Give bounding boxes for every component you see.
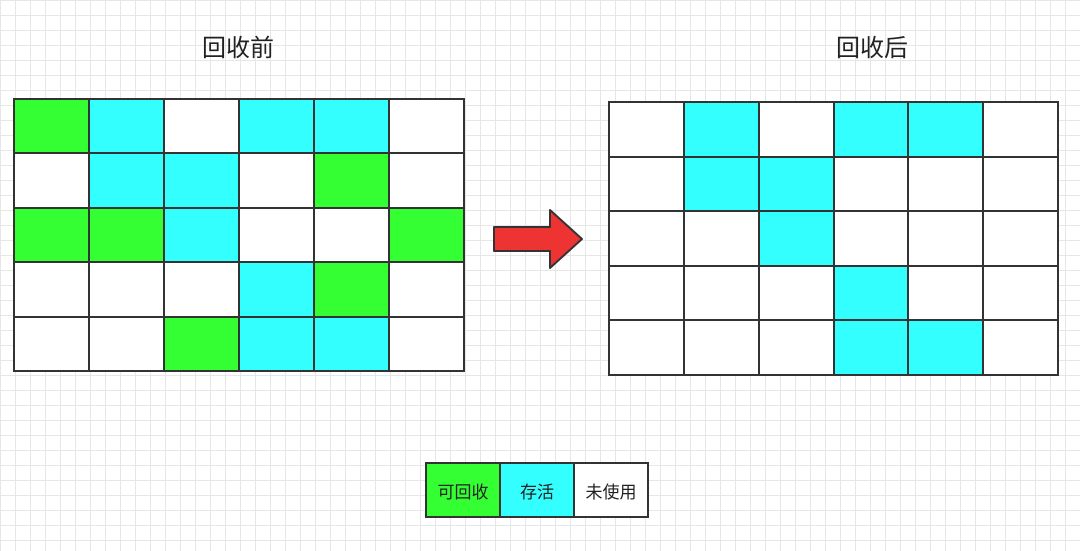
- memory-cell-unused: [834, 212, 908, 265]
- memory-cell-unused: [984, 103, 1057, 156]
- memory-cell-alive: [834, 321, 908, 374]
- memory-cell-unused: [684, 321, 758, 374]
- memory-cell-unused: [165, 263, 238, 316]
- memory-cell-alive: [834, 103, 908, 156]
- memory-cell-collectable: [315, 263, 388, 316]
- memory-cell-alive: [909, 103, 983, 156]
- memory-cell-unused: [390, 263, 463, 316]
- memory-cell-collectable: [90, 208, 163, 262]
- memory-cell-unused: [610, 103, 683, 156]
- memory-cell-alive: [90, 154, 163, 207]
- memory-cell-unused: [984, 321, 1057, 374]
- memory-cell-alive: [909, 321, 983, 374]
- memory-cell-alive: [315, 317, 388, 370]
- memory-cell-unused: [90, 317, 163, 370]
- memory-cell-unused: [610, 212, 683, 265]
- memory-cell-alive: [165, 208, 238, 262]
- memory-cell-unused: [315, 208, 388, 262]
- memory-cell-unused: [390, 154, 463, 207]
- memory-cell-collectable: [165, 317, 238, 370]
- memory-cell-unused: [759, 103, 833, 156]
- memory-cell-alive: [240, 263, 313, 316]
- memory-cell-alive: [165, 154, 238, 207]
- legend-item-unused: 未使用: [575, 464, 647, 516]
- memory-cell-alive: [759, 212, 833, 265]
- memory-cell-unused: [610, 157, 683, 211]
- memory-cell-unused: [984, 266, 1057, 320]
- memory-cell-unused: [610, 266, 683, 320]
- memory-cell-unused: [909, 266, 983, 320]
- memory-grid-before: [13, 98, 465, 372]
- memory-cell-unused: [15, 263, 88, 316]
- memory-cell-collectable: [390, 208, 463, 262]
- memory-cell-alive: [684, 157, 758, 211]
- memory-cell-unused: [684, 266, 758, 320]
- memory-cell-collectable: [315, 154, 388, 207]
- memory-cell-unused: [759, 266, 833, 320]
- memory-cell-unused: [834, 157, 908, 211]
- memory-cell-unused: [165, 100, 238, 153]
- title-before: 回收前: [202, 34, 274, 62]
- memory-cell-unused: [15, 317, 88, 370]
- memory-cell-alive: [834, 266, 908, 320]
- right-arrow-icon: [493, 209, 583, 269]
- legend: 可回收 存活 未使用: [425, 462, 649, 518]
- memory-cell-unused: [984, 157, 1057, 211]
- legend-item-collectable: 可回收: [427, 464, 499, 516]
- title-after: 回收后: [836, 34, 908, 62]
- memory-cell-unused: [909, 212, 983, 265]
- memory-cell-unused: [684, 212, 758, 265]
- memory-cell-alive: [759, 157, 833, 211]
- memory-cell-unused: [390, 100, 463, 153]
- memory-cell-collectable: [15, 100, 88, 153]
- memory-cell-unused: [240, 154, 313, 207]
- memory-cell-unused: [759, 321, 833, 374]
- memory-cell-unused: [909, 157, 983, 211]
- memory-cell-unused: [90, 263, 163, 316]
- memory-cell-unused: [240, 208, 313, 262]
- memory-grid-after: [608, 101, 1059, 376]
- memory-cell-collectable: [15, 208, 88, 262]
- memory-cell-alive: [315, 100, 388, 153]
- memory-cell-alive: [240, 317, 313, 370]
- memory-cell-unused: [610, 321, 683, 374]
- legend-item-alive: 存活: [501, 464, 573, 516]
- memory-cell-unused: [390, 317, 463, 370]
- memory-cell-alive: [684, 103, 758, 156]
- memory-cell-alive: [90, 100, 163, 153]
- memory-cell-unused: [15, 154, 88, 207]
- memory-cell-unused: [984, 212, 1057, 265]
- memory-cell-alive: [240, 100, 313, 153]
